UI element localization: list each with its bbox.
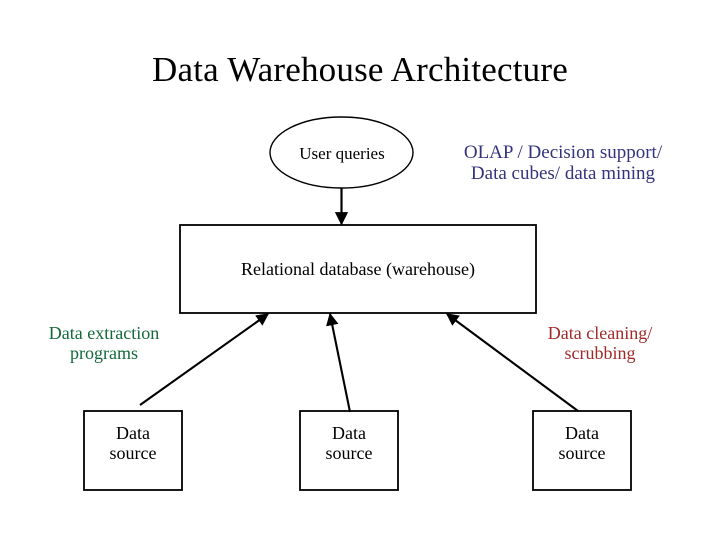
- data-extraction-annotation: Data extraction programs: [48, 323, 160, 364]
- data-source-box-1[interactable]: [83, 410, 183, 491]
- user-queries-label: User queries: [299, 144, 385, 163]
- edge-source2-to-warehouse: [326, 312, 352, 413]
- page-title: Data Warehouse Architecture: [152, 50, 568, 89]
- data-source-label-1: Data source: [109, 423, 157, 464]
- edge-source1-to-warehouse: [139, 313, 270, 406]
- olap-annotation: OLAP / Decision support/ Data cubes/ dat…: [463, 142, 663, 185]
- warehouse-box[interactable]: [179, 224, 537, 314]
- data-cleaning-annotation: Data cleaning/ scrubbing: [547, 323, 653, 364]
- data-source-label-3: Data source: [558, 423, 606, 464]
- data-source-box-3[interactable]: [532, 410, 632, 491]
- data-source-label-2: Data source: [325, 423, 373, 464]
- warehouse-label: Relational database (warehouse): [241, 259, 475, 279]
- edge-source3-to-warehouse: [445, 313, 579, 412]
